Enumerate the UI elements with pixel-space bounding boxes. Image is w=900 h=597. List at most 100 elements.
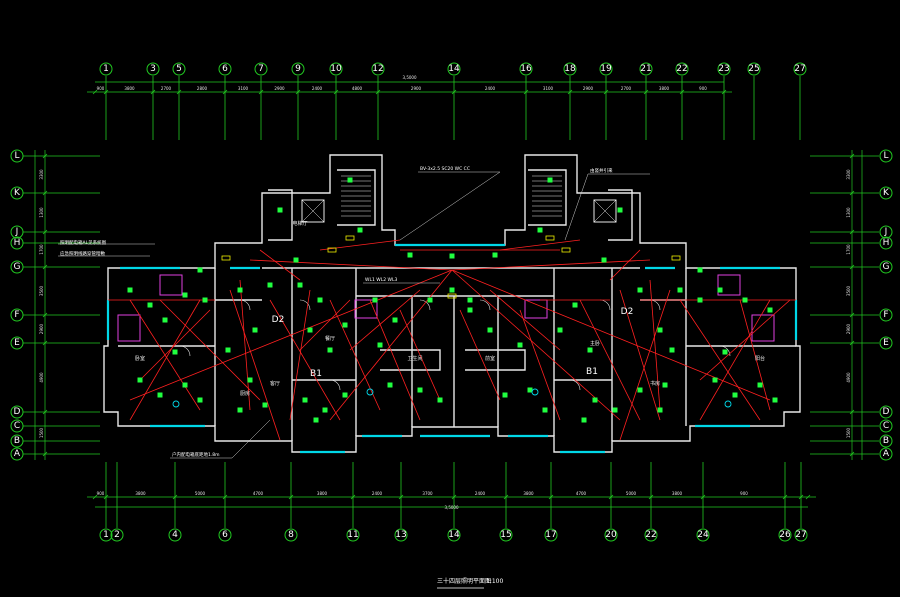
axis-bubble-label: B <box>883 436 889 446</box>
axis-bubble-label: 16 <box>520 64 532 74</box>
axis-bubble-circle <box>168 528 182 542</box>
axis-bubble-circle <box>604 528 618 542</box>
light-fixture <box>557 327 563 333</box>
axis-bubble-circle <box>218 528 232 542</box>
wire-run <box>129 269 453 401</box>
dim-label: 3800 <box>317 491 328 496</box>
light-fixture <box>347 177 353 183</box>
light-fixture <box>657 327 663 333</box>
light-fixture <box>712 377 718 383</box>
light-fixture <box>327 347 333 353</box>
dim-label: 5000 <box>626 491 637 496</box>
dim-tick <box>451 494 457 500</box>
axis-bubble-top-14: 14 <box>447 62 461 76</box>
axis-bubble-circle <box>10 405 24 419</box>
annotation-text: 户内配电箱底距地1.8m <box>172 451 220 458</box>
dim-label: 4700 <box>576 491 587 496</box>
wire-run <box>139 309 211 381</box>
dim-tick <box>398 494 404 500</box>
axis-bubble-right-G: G <box>879 260 893 274</box>
distribution-box <box>221 255 231 261</box>
axis-bubble-circle <box>879 405 893 419</box>
axis-bubble-label: 21 <box>640 64 651 74</box>
wire-run <box>619 289 671 441</box>
axis-bubble-circle <box>10 336 24 350</box>
dim-label: 4800 <box>352 86 363 91</box>
axis-bubble-circle <box>793 62 807 76</box>
light-fixture <box>313 417 319 423</box>
light-fixture <box>767 307 773 313</box>
dim-label: 1300 <box>846 207 851 218</box>
axis-bubble-label: 23 <box>718 64 729 74</box>
dim-label: 3800 <box>523 491 534 496</box>
axis-bubble-top-5: 5 <box>172 62 186 76</box>
light-fixture <box>547 177 553 183</box>
dim-label: 2900 <box>39 323 44 334</box>
light-fixture <box>601 257 607 263</box>
leader-line <box>564 173 589 241</box>
dim-tick <box>451 89 457 95</box>
wall <box>380 349 441 371</box>
dim-label: 1700 <box>846 244 851 255</box>
axis-bubble-label: 14 <box>448 64 460 74</box>
axis-bubble-label: 6 <box>222 530 228 540</box>
light-fixture <box>637 287 643 293</box>
axis-bubble-circle <box>879 225 893 239</box>
axis-bubble-top-19: 19 <box>599 62 613 76</box>
axis-bubble-circle <box>778 528 792 542</box>
light-fixture <box>697 267 703 273</box>
light-fixture <box>302 397 308 403</box>
axis-bubble-left-D: D <box>10 405 24 419</box>
axis-bubble-label: A <box>14 449 21 459</box>
axis-bubble-bottom-4: 4 <box>168 528 182 542</box>
light-fixture <box>293 257 299 263</box>
axis-bubble-circle <box>747 62 761 76</box>
dim-tick <box>288 494 294 500</box>
bathroom-fixture <box>717 274 741 296</box>
axis-bubble-left-E: E <box>10 336 24 350</box>
dim-tick <box>849 190 855 196</box>
axis-bubble-circle <box>879 447 893 461</box>
room-name: 电梯厅 <box>292 220 307 227</box>
light-fixture <box>162 317 168 323</box>
annotation-text: BV-3x2.5 SC20 WC CC <box>420 166 470 172</box>
light-fixture <box>697 297 703 303</box>
axis-bubble-label: C <box>883 421 889 431</box>
wire-run <box>619 289 661 421</box>
light-fixture <box>487 327 493 333</box>
drawing-title-block: 三十四层照明平面图 1:100 <box>437 577 503 589</box>
leader-line <box>231 419 271 459</box>
light-fixture <box>247 377 253 383</box>
light-fixture <box>407 252 413 258</box>
axis-bubble-right-L: L <box>879 149 893 163</box>
light-fixture <box>492 252 498 258</box>
axis-bubble-label: 17 <box>545 530 556 540</box>
light-fixture <box>197 397 203 403</box>
dim-label: 2400 <box>485 86 496 91</box>
axis-bubble-top-18: 18 <box>563 62 577 76</box>
dim-tick <box>42 312 48 318</box>
axis-bubble-circle <box>10 260 24 274</box>
wire-run <box>451 259 651 271</box>
axis-bubble-bottom-26: 26 <box>778 528 792 542</box>
axis-bubble-circle <box>10 419 24 433</box>
axis-bubble-label: 25 <box>748 64 759 74</box>
axis-bubble-label: J <box>884 227 888 237</box>
light-fixture <box>252 327 258 333</box>
light-fixture <box>617 207 623 213</box>
dim-label: 4900 <box>39 372 44 383</box>
dim-tick <box>150 89 156 95</box>
light-fixture <box>377 342 383 348</box>
axis-bubble-bottom-22: 22 <box>644 528 658 542</box>
dim-label: 900 <box>740 491 748 496</box>
door-swing <box>419 299 431 311</box>
axis-bubble-left-L: L <box>10 149 24 163</box>
room-labels: D2 B1 B1 D2 <box>272 307 634 379</box>
room-name: 主卧 <box>590 340 600 347</box>
wire-run <box>679 299 761 421</box>
wall <box>608 189 633 241</box>
axis-bubble-label: 8 <box>288 530 294 540</box>
dim-tick <box>92 494 98 500</box>
ceiling-light <box>172 400 180 408</box>
